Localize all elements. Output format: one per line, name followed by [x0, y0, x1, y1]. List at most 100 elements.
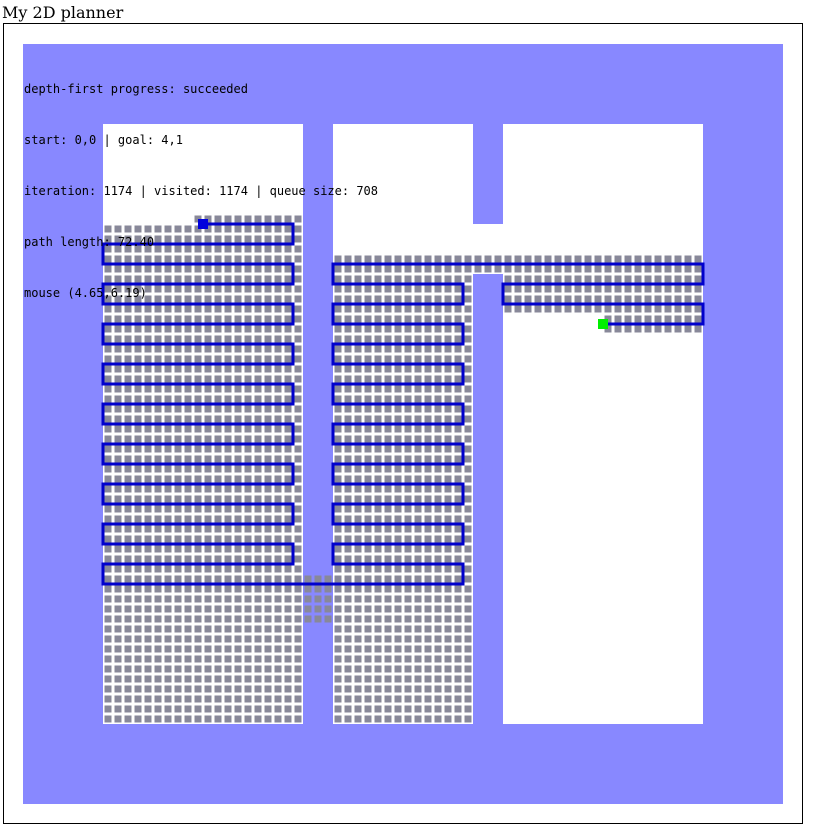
visited-cell — [264, 395, 272, 403]
visited-cell — [204, 575, 212, 583]
visited-cell — [454, 265, 462, 273]
visited-cell — [384, 655, 392, 663]
visited-cell — [354, 425, 362, 433]
visited-cell — [254, 365, 262, 373]
visited-cell — [424, 315, 432, 323]
visited-cell — [414, 515, 422, 523]
visited-cell — [354, 315, 362, 323]
visited-cell — [634, 265, 642, 273]
visited-cell — [104, 345, 112, 353]
visited-cell — [484, 265, 492, 273]
visited-cell — [164, 655, 172, 663]
visited-cell — [464, 675, 472, 683]
visited-cell — [454, 595, 462, 603]
visited-cell — [384, 575, 392, 583]
visited-cell — [454, 625, 462, 633]
visited-cell — [434, 295, 442, 303]
visited-cell — [424, 585, 432, 593]
visited-cell — [144, 355, 152, 363]
visited-cell — [464, 505, 472, 513]
visited-cell — [184, 245, 192, 253]
visited-cell — [444, 355, 452, 363]
visited-cell — [204, 405, 212, 413]
visited-cell — [434, 715, 442, 723]
visited-cell — [434, 525, 442, 533]
visited-cell — [164, 475, 172, 483]
visited-cell — [114, 625, 122, 633]
visited-cell — [214, 465, 222, 473]
visited-cell — [174, 645, 182, 653]
visited-cell — [224, 265, 232, 273]
visited-cell — [374, 625, 382, 633]
visited-cell — [434, 475, 442, 483]
free-region — [503, 124, 703, 724]
visited-cell — [354, 455, 362, 463]
visited-cell — [294, 695, 302, 703]
visited-cell — [614, 255, 622, 263]
visited-cell — [404, 665, 412, 673]
visited-cell — [204, 355, 212, 363]
visited-cell — [114, 295, 122, 303]
visited-cell — [334, 685, 342, 693]
visited-cell — [194, 395, 202, 403]
visited-cell — [424, 285, 432, 293]
visited-cell — [244, 595, 252, 603]
visited-cell — [284, 605, 292, 613]
visited-cell — [204, 325, 212, 333]
visited-cell — [314, 615, 322, 623]
visited-cell — [294, 335, 302, 343]
visited-cell — [534, 285, 542, 293]
visited-cell — [444, 595, 452, 603]
visited-cell — [184, 355, 192, 363]
visited-cell — [444, 335, 452, 343]
visited-cell — [334, 295, 342, 303]
visited-cell — [384, 295, 392, 303]
visited-cell — [394, 625, 402, 633]
visited-cell — [364, 535, 372, 543]
visited-cell — [664, 315, 672, 323]
visited-cell — [374, 315, 382, 323]
visited-cell — [214, 475, 222, 483]
visited-cell — [254, 635, 262, 643]
visited-cell — [174, 565, 182, 573]
visited-cell — [434, 695, 442, 703]
visited-cell — [394, 255, 402, 263]
visited-cell — [144, 555, 152, 563]
visited-cell — [154, 395, 162, 403]
visited-cell — [254, 395, 262, 403]
visited-cell — [224, 625, 232, 633]
visited-cell — [154, 435, 162, 443]
visited-cell — [154, 375, 162, 383]
visited-cell — [124, 525, 132, 533]
visited-cell — [344, 585, 352, 593]
visited-cell — [154, 345, 162, 353]
visited-cell — [324, 585, 332, 593]
visited-cell — [264, 325, 272, 333]
visited-cell — [144, 235, 152, 243]
planner-canvas[interactable] — [23, 44, 783, 804]
visited-cell — [364, 265, 372, 273]
visited-cell — [144, 345, 152, 353]
visited-cell — [234, 415, 242, 423]
visited-cell — [194, 545, 202, 553]
visited-cell — [374, 545, 382, 553]
visited-cell — [164, 425, 172, 433]
visited-cell — [244, 405, 252, 413]
visited-cell — [244, 705, 252, 713]
visited-cell — [274, 575, 282, 583]
visited-cell — [634, 285, 642, 293]
visited-cell — [104, 555, 112, 563]
visited-cell — [414, 395, 422, 403]
visited-cell — [164, 705, 172, 713]
visited-cell — [224, 475, 232, 483]
visited-cell — [234, 275, 242, 283]
visited-cell — [414, 615, 422, 623]
visited-cell — [674, 285, 682, 293]
visited-cell — [394, 465, 402, 473]
visited-cell — [244, 515, 252, 523]
visited-cell — [224, 235, 232, 243]
visited-cell — [424, 255, 432, 263]
visited-cell — [424, 535, 432, 543]
visited-cell — [464, 585, 472, 593]
visited-cell — [364, 545, 372, 553]
